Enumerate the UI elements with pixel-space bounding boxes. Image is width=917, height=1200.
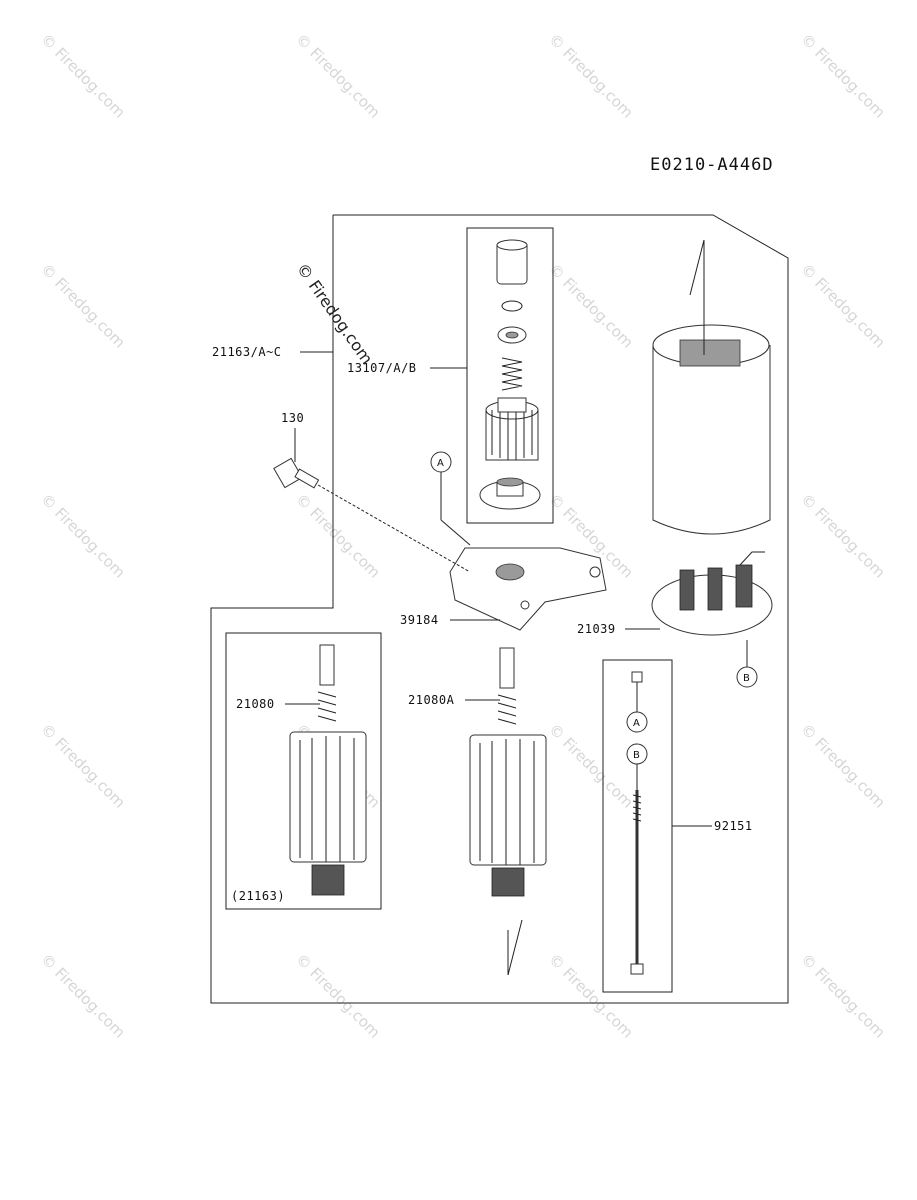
watermark: © Firedog.com [545,260,637,352]
watermark: © Firedog.com [545,950,637,1042]
marker-b-text: B [633,750,640,761]
bracket-bolt-hole [520,600,530,610]
marker-a-circle [626,711,648,733]
yoke-body [652,345,771,535]
yoke-magnet [679,339,741,367]
leader-marker-a [440,519,471,546]
watermark: © Firedog.com [797,490,889,582]
armature-box [225,632,382,910]
watermark-grid: © Firedog.com © Firedog.com © Firedog.co… [37,30,889,1042]
armature-core-center [469,734,547,866]
watermark: © Firedog.com [292,490,384,582]
through-bolt-nut [631,671,643,683]
brush-part [679,569,695,611]
stopper-top [496,239,528,251]
label-clutch-assy: 13107/A/B [347,361,417,375]
watermark: © Firedog.com [292,30,384,122]
label-through-bolt: 92151 [714,819,753,833]
marker-a-circle [430,451,452,473]
collar-hole [505,331,519,339]
armature-core-left [289,731,367,863]
label-bracket: 39184 [400,613,439,627]
armature-shaft-center [499,647,515,689]
through-bolt-head [630,963,644,975]
assembly-boundary [210,214,789,1004]
watermark: © Firedog.com [797,260,889,352]
clutch-base-hole [496,477,524,487]
bracket-body [449,547,607,631]
watermark: © Firedog.com [37,720,129,812]
watermark: © Firedog.com [797,720,889,812]
bolt-head [273,457,303,489]
watermark: © Firedog.com [37,490,129,582]
armature-shaft-left [319,644,335,686]
bracket-ear-hole [589,566,601,578]
armature-spline-left [317,691,337,722]
brush-part [707,567,723,611]
label-brush-holder: 21039 [577,622,616,636]
brush-part [735,564,753,608]
watermark: © Firedog.com [545,30,637,122]
bolt-shank [294,468,320,489]
front-bracket-part [449,547,607,631]
watermark: © Firedog.com [797,30,889,122]
commutator-center [491,867,525,897]
armature-slots-left [299,736,355,862]
marker-b-text: B [743,673,750,684]
label-armature-a: 21080A [408,693,455,707]
marker-a-text: A [437,458,444,469]
armature-part-center [469,647,547,976]
watermark: © Firedog.com [797,950,889,1042]
armature-leader [507,919,523,976]
marker-b-circle [626,743,648,765]
armature-slots-center [479,739,535,865]
brush-lead [739,551,765,566]
pinion-teeth [491,410,533,460]
diagram-code: E0210-A446D [650,155,774,175]
yoke-leader [689,239,705,296]
label-bolt: 130 [281,411,304,425]
bracket-hole [495,563,525,581]
armature-spline-center [497,694,517,725]
watermark: © Firedog.com [37,260,129,352]
through-bolt-part [630,671,644,975]
through-bolt-thread [632,794,642,822]
label-armature: 21080 [236,697,275,711]
clutch-parts [479,239,541,510]
bolt-part [273,457,471,573]
label-starter-assy: 21163/A~C [212,345,282,359]
marker-b-circle [736,666,758,688]
watermark: © Firedog.com [545,720,637,812]
label-armature-ref: (21163) [231,889,285,903]
armature-part-left [289,644,367,896]
watermark: © Firedog.com [292,950,384,1042]
spring-part [501,357,523,391]
bolt-leader [317,484,471,573]
watermark: © Firedog.com [37,950,129,1042]
commutator-left [311,864,345,896]
pinion-hub [497,397,527,413]
marker-a-text: A [633,718,640,729]
circlip-part [501,300,523,312]
clutch-subassembly-box [466,227,554,524]
watermark: © Firedog.com [37,30,129,122]
brush-holder-part [651,551,773,636]
yoke-housing [652,239,771,535]
